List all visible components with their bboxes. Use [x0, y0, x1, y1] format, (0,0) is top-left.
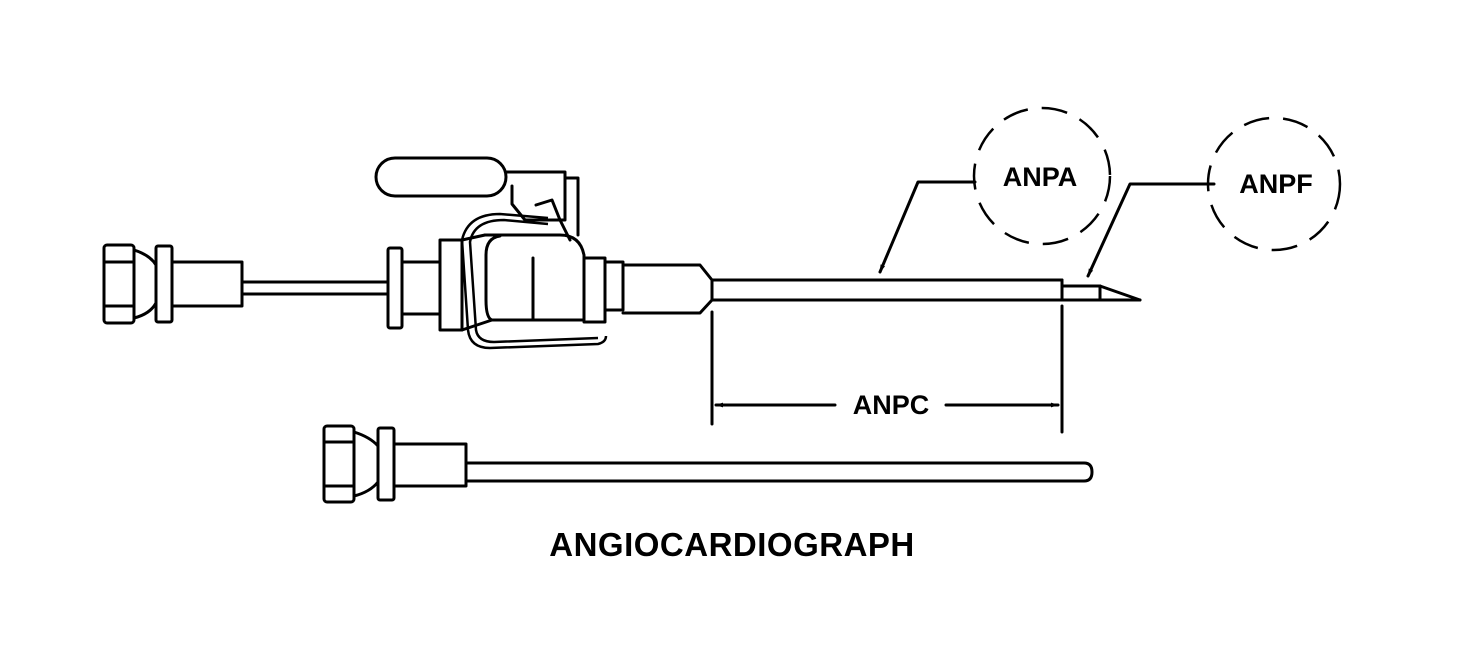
cannula-tube — [710, 278, 1064, 302]
connecting-tube — [240, 280, 390, 296]
stopcock-body — [386, 233, 714, 332]
left-hex-hub — [102, 243, 244, 325]
stylet-assembly — [322, 424, 1094, 504]
anpa-label: ANPA — [1003, 162, 1078, 192]
callout-anpf: ANPF — [1086, 116, 1342, 278]
anpf-label: ANPF — [1239, 169, 1313, 199]
anpc-label: ANPC — [853, 390, 930, 420]
dimension-anpc: ANPC — [710, 304, 1064, 434]
needle-tip — [1060, 284, 1142, 302]
needle-assembly — [102, 156, 1142, 350]
spring-clip — [460, 212, 608, 350]
callout-anpa: ANPA — [878, 106, 1112, 274]
stopcock-handle — [374, 156, 580, 242]
diagram-caption: ANGIOCARDIOGRAPH — [549, 526, 915, 563]
